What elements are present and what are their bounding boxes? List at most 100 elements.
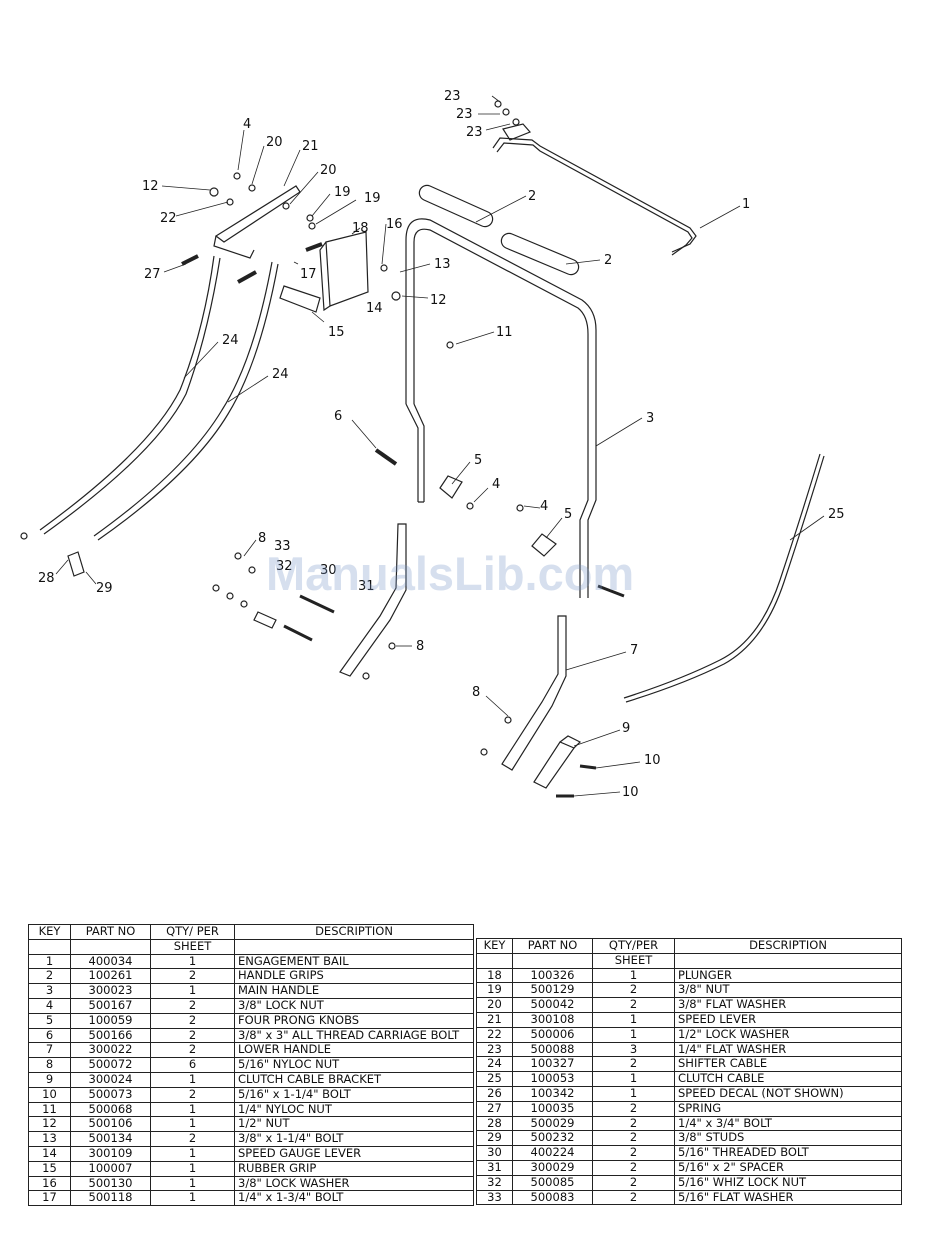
- cell-qty: 2: [592, 1145, 675, 1161]
- cell-key: 33: [476, 1189, 513, 1206]
- cell-description: SPEED DECAL (NOT SHOWN): [674, 1085, 902, 1102]
- speed-gauge-lever-part: [279, 231, 369, 313]
- cell-key: 23: [476, 1041, 513, 1058]
- cell-key: 26: [476, 1085, 513, 1102]
- cell-key: 20: [476, 997, 513, 1013]
- column-header-sheet: SHEET: [592, 952, 675, 969]
- column-header-qty: QTY/ PER: [150, 924, 235, 940]
- column-header-sheet: SHEET: [150, 938, 235, 955]
- cell-part-no: 300029: [512, 1159, 593, 1176]
- cell-qty: 1: [150, 1145, 235, 1162]
- cell-qty: 2: [592, 1100, 675, 1117]
- cell-description: CLUTCH CABLE BRACKET: [234, 1071, 474, 1088]
- speed-lever-part: [213, 185, 301, 259]
- handle-grip-parts: [418, 184, 580, 276]
- cell-description: HANDLE GRIPS: [234, 968, 474, 985]
- cell-description: 3/8" NUT: [674, 982, 902, 999]
- cell-part-no: 500088: [512, 1041, 593, 1058]
- cell-key: 7: [28, 1042, 71, 1059]
- shifter-cable-parts: [39, 255, 279, 541]
- column-header-description: DESCRIPTION: [234, 924, 474, 940]
- cell-key: 18: [476, 967, 513, 984]
- cell-part-no: 300023: [70, 983, 151, 999]
- column-header-qty: QTY/PER: [592, 938, 675, 954]
- cell-part-no: 500072: [70, 1057, 151, 1073]
- cell-part-no: 100035: [512, 1100, 593, 1117]
- cell-description: 3/8" x 3" ALL THREAD CARRIAGE BOLT: [234, 1027, 474, 1044]
- cell-qty: 2: [150, 1027, 235, 1044]
- watermark: ManualsLib.com: [266, 547, 635, 600]
- callout-6: 6: [334, 409, 342, 424]
- cell-description: SPRING: [674, 1100, 902, 1117]
- cell-description: MAIN HANDLE: [234, 983, 474, 999]
- callout-9: 9: [622, 721, 630, 736]
- cell-part-no: 500029: [512, 1115, 593, 1132]
- cell-qty: 2: [150, 968, 235, 985]
- callout-20: 20: [320, 163, 337, 178]
- callout-2: 2: [528, 189, 536, 204]
- cell-part-no: 500118: [70, 1190, 151, 1207]
- callout-8: 8: [416, 639, 424, 654]
- cell-qty: 1: [150, 983, 235, 999]
- nut-and-washer-parts: [20, 100, 557, 756]
- callout-5: 5: [474, 453, 482, 468]
- cell-part-no: 500134: [70, 1131, 151, 1147]
- callout-3: 3: [646, 411, 654, 426]
- cell-key: 2: [28, 968, 71, 985]
- cell-description: 5/16" FLAT WASHER: [674, 1189, 902, 1206]
- cell-key: 12: [28, 1116, 71, 1133]
- callout-2: 2: [604, 253, 612, 268]
- cell-key: 11: [28, 1101, 71, 1118]
- callout-27: 27: [144, 267, 161, 282]
- callout-15: 15: [328, 325, 345, 340]
- leader-lines: [55, 95, 825, 797]
- cell-qty: 2: [592, 1174, 675, 1191]
- cell-key: 13: [28, 1131, 71, 1147]
- column-header-key: KEY: [476, 938, 513, 954]
- cell-part-no: 500085: [512, 1174, 593, 1191]
- cell-qty: 2: [592, 997, 675, 1013]
- cell-description: 5/16" x 2" SPACER: [674, 1159, 902, 1176]
- cell-qty: 2: [150, 1042, 235, 1059]
- column-header-description: DESCRIPTION: [674, 938, 902, 954]
- cell-qty: 2: [150, 997, 235, 1014]
- cell-key: 17: [28, 1190, 71, 1207]
- cell-part-no: 500073: [70, 1086, 151, 1103]
- cell-key: 8: [28, 1057, 71, 1073]
- parts-table-left: KEY PART NO QTY/ PER DESCRIPTION SHEET 1…: [28, 924, 474, 1207]
- callout-7: 7: [630, 643, 638, 658]
- callout-8: 8: [258, 531, 266, 546]
- callout-1: 1: [742, 197, 750, 212]
- cell-description: 1/4" x 1-3/4" BOLT: [234, 1190, 474, 1207]
- column-header-part-no: PART NO: [512, 938, 593, 954]
- cell-qty: 2: [592, 1189, 675, 1206]
- cell-part-no: 500042: [512, 997, 593, 1013]
- cell-description: 3/8" x 1-1/4" BOLT: [234, 1131, 474, 1147]
- lower-handle-parts: [339, 523, 567, 771]
- callout-23: 23: [456, 107, 473, 122]
- cell-qty: 6: [150, 1057, 235, 1073]
- callout-28: 28: [38, 571, 55, 586]
- cell-qty: 1: [592, 1071, 675, 1087]
- cell-description: CLUTCH CABLE: [674, 1071, 902, 1087]
- callout-11: 11: [496, 325, 513, 340]
- cell-part-no: 400034: [70, 953, 151, 970]
- callout-18: 18: [352, 221, 369, 236]
- callout-4: 4: [492, 477, 500, 492]
- callout-10: 10: [622, 785, 639, 800]
- callout-23: 23: [466, 125, 483, 140]
